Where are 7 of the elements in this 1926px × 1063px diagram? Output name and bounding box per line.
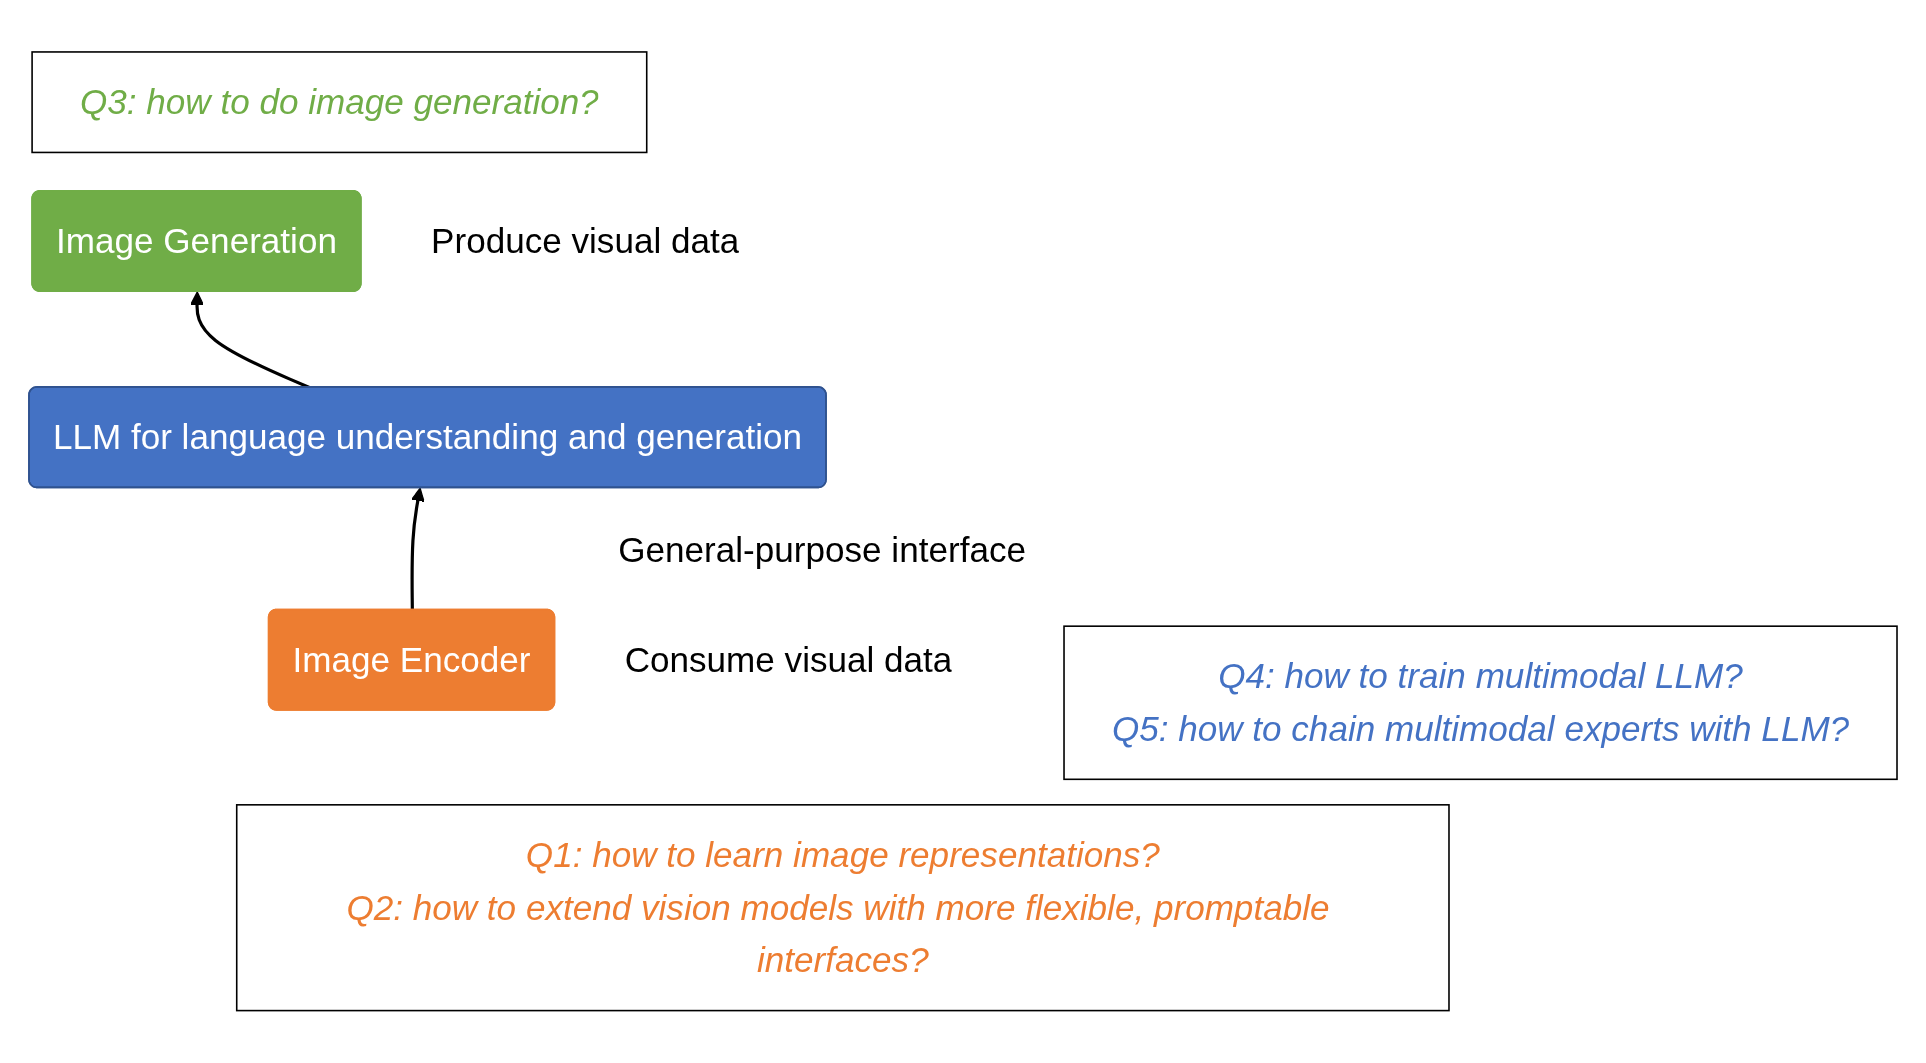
node-box: Q1: how to learn image representations? Q2: how to extend vision models with more flexible, promptable interfaces? [235, 804, 1450, 1012]
node-box: Q3: how to do image generation? [31, 51, 648, 154]
node-box: Q4: how to train multimodal LLM? Q5: how to chain multimodal experts with LLM? [1063, 625, 1898, 781]
node-label: Produce visual data [431, 221, 740, 262]
arrow [410, 487, 425, 611]
node-label: General-purpose interface [618, 530, 1026, 571]
node-label: Consume visual data [624, 639, 953, 680]
